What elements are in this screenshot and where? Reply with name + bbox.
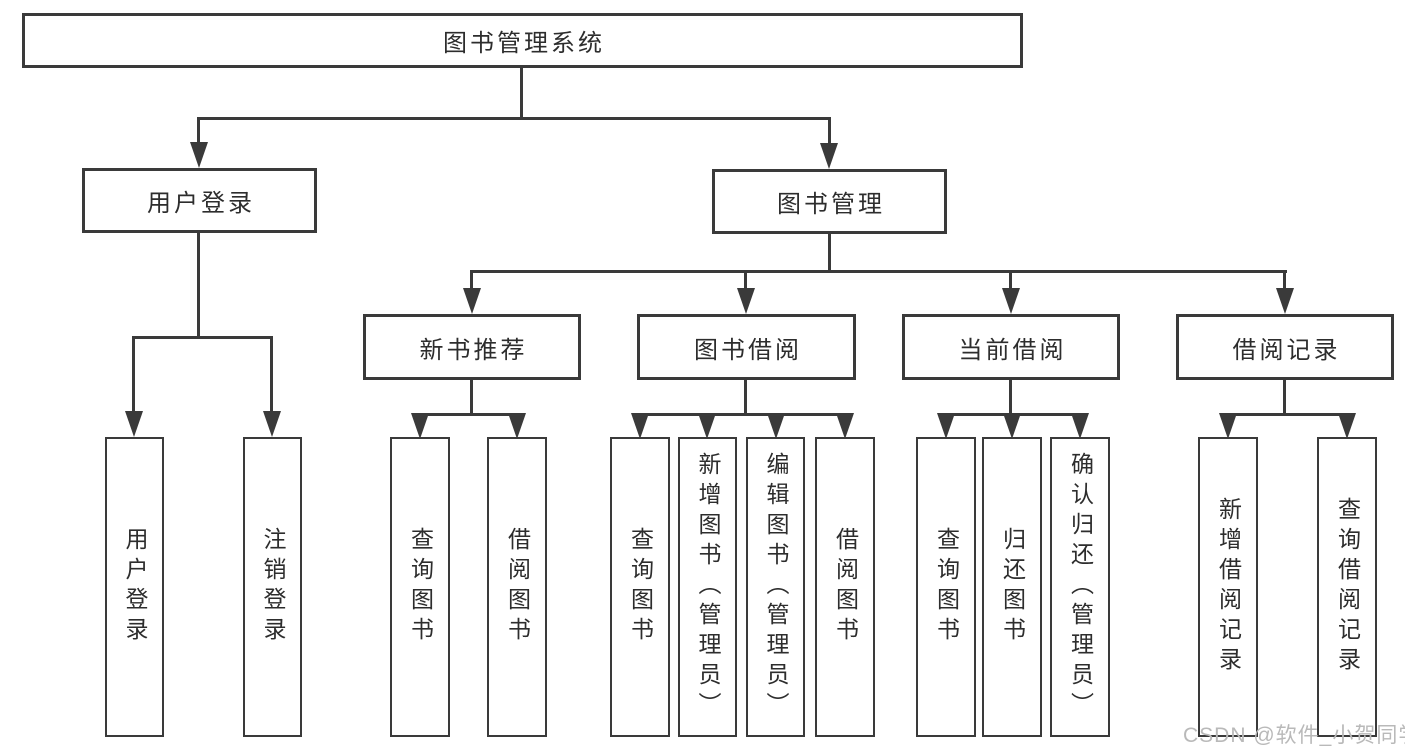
- node-label: 用户登录: [147, 190, 255, 217]
- arrowhead-new-book-rec: [463, 288, 481, 314]
- leaf-nb-borrow-book: 借阅图书: [487, 437, 547, 737]
- connector-user-branch-bar: [132, 336, 273, 339]
- connector-br-bar: [1226, 413, 1349, 416]
- arrowhead-br-query-record: [1338, 413, 1356, 439]
- arrowhead-nb-borrow-book: [508, 413, 526, 439]
- connector-user-login-drop: [197, 117, 200, 147]
- arrowhead-borrow-record: [1276, 288, 1294, 314]
- node-book-borrow: 图书借阅: [637, 314, 856, 380]
- connector-user-branch-stem: [197, 231, 200, 339]
- connector-root-stem: [520, 66, 523, 120]
- connector-current-borrow-drop: [1009, 270, 1012, 290]
- leaf-bb-edit-book-admin: 编辑图书（管理员）: [746, 437, 805, 737]
- node-label: 新书推荐: [419, 336, 528, 364]
- leaf-bb-add-book-admin: 新增图书（管理员）: [678, 437, 737, 737]
- leaf-user-login: 用户登录: [105, 437, 164, 737]
- leaf-cb-confirm-return-admin: 确认归还（管理员）: [1050, 437, 1110, 737]
- arrowhead-book-mgmt: [820, 143, 838, 169]
- arrowhead-current-borrow: [1002, 288, 1020, 314]
- leaf-logout: 注销登录: [243, 437, 302, 737]
- leaf-label: 新增图书（管理员）: [695, 452, 721, 722]
- arrowhead-bb-edit-book: [767, 413, 785, 439]
- leaf-bb-borrow-book: 借阅图书: [815, 437, 875, 737]
- node-library-management-system: 图书管理系统: [22, 13, 1023, 68]
- node-label: 当前借阅: [958, 336, 1067, 364]
- arrowhead-user-login: [190, 142, 208, 168]
- leaf-label: 查询借阅记录: [1334, 497, 1361, 677]
- leaf-label: 查询图书: [627, 527, 654, 647]
- leaf-label: 确认归还（管理员）: [1067, 452, 1094, 722]
- arrowhead-nb-query-book: [411, 413, 429, 439]
- arrowhead-cb-return-book: [1003, 413, 1021, 439]
- connector-book-mgmt-drop: [828, 117, 831, 147]
- node-book-management: 图书管理: [712, 169, 947, 234]
- node-label: 图书管理系统: [443, 30, 605, 57]
- connector-br-stem: [1283, 378, 1286, 416]
- leaf-label: 借阅图书: [504, 527, 531, 647]
- leaf-label: 用户登录: [122, 527, 148, 647]
- leaf-label: 归还图书: [999, 527, 1026, 647]
- connector-nb-stem: [470, 378, 473, 416]
- connector-bb-bar: [638, 413, 848, 416]
- connector-leaf-logout-drop: [270, 336, 273, 413]
- arrowhead-leaf-user-login: [125, 411, 143, 437]
- leaf-label: 注销登录: [260, 527, 286, 647]
- arrowhead-br-add-record: [1219, 413, 1237, 439]
- node-label: 借阅记录: [1232, 336, 1341, 364]
- node-label: 图书借阅: [694, 336, 802, 364]
- leaf-nb-query-book: 查询图书: [390, 437, 450, 737]
- connector-book-borrow-drop: [744, 270, 747, 290]
- connector-level2-bar: [197, 117, 831, 120]
- node-new-book-recommend: 新书推荐: [363, 314, 581, 380]
- leaf-br-query-record: 查询借阅记录: [1317, 437, 1377, 737]
- leaf-cb-return-book: 归还图书: [982, 437, 1042, 737]
- arrowhead-bb-add-book: [698, 413, 716, 439]
- connector-bb-stem: [744, 378, 747, 416]
- leaf-cb-query-book: 查询图书: [916, 437, 976, 737]
- csdn-watermark: CSDN @软件_小贺同学: [1183, 724, 1405, 747]
- node-label: 图书管理: [777, 191, 885, 218]
- connector-new-book-drop: [470, 270, 473, 290]
- arrowhead-leaf-logout: [263, 411, 281, 437]
- arrowhead-cb-confirm-return: [1071, 413, 1089, 439]
- connector-leaf-user-login-drop: [132, 336, 135, 413]
- leaf-label: 新增借阅记录: [1215, 497, 1242, 677]
- arrowhead-cb-query-book: [937, 413, 955, 439]
- node-user-login: 用户登录: [82, 168, 317, 233]
- node-current-borrow: 当前借阅: [902, 314, 1120, 380]
- leaf-label: 查询图书: [933, 527, 960, 647]
- connector-cb-stem: [1009, 378, 1012, 416]
- leaf-label: 编辑图书（管理员）: [763, 452, 789, 722]
- leaf-br-add-record: 新增借阅记录: [1198, 437, 1258, 737]
- leaf-label: 查询图书: [407, 527, 434, 647]
- connector-borrow-record-drop: [1283, 270, 1286, 290]
- arrowhead-book-borrow: [737, 288, 755, 314]
- leaf-bb-query-book: 查询图书: [610, 437, 670, 737]
- node-borrow-record: 借阅记录: [1176, 314, 1394, 380]
- leaf-label: 借阅图书: [832, 527, 859, 647]
- connector-mgmt-branch-stem: [828, 232, 831, 272]
- arrowhead-bb-query-book: [631, 413, 649, 439]
- arrowhead-bb-borrow-book: [836, 413, 854, 439]
- connector-level3-bar: [470, 270, 1287, 273]
- connector-nb-bar: [418, 413, 519, 416]
